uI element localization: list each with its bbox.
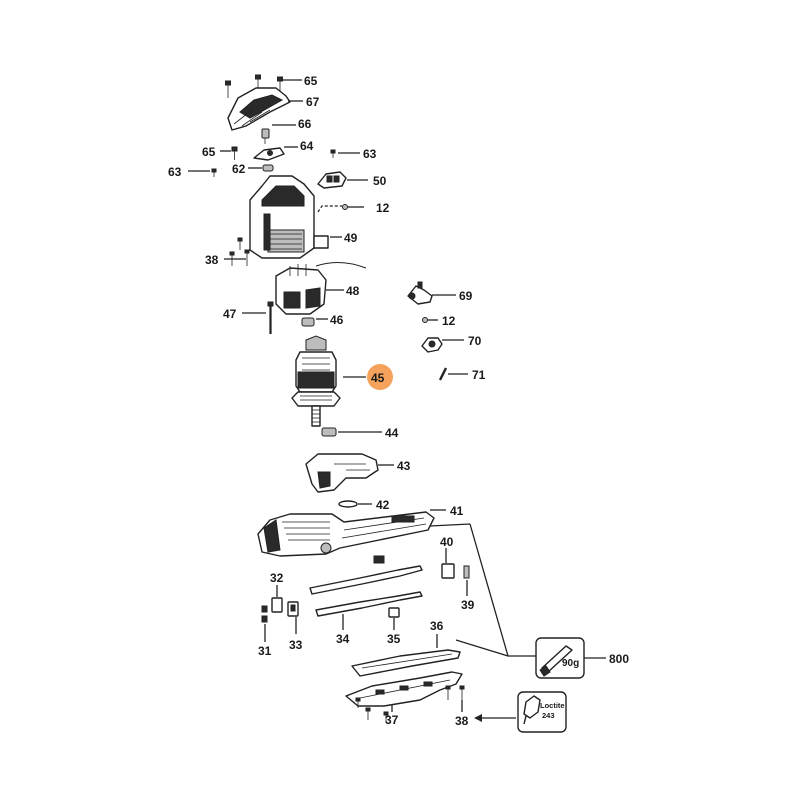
stator-48[interactable] <box>275 262 367 315</box>
loctite-brand: Loctite <box>540 701 565 710</box>
callout-31: 31 <box>258 644 272 658</box>
callout-42: 42 <box>376 498 390 512</box>
loctite-box[interactable]: Loctite 243 <box>517 691 567 733</box>
guide-40[interactable] <box>441 563 455 579</box>
callout-38-lower: 38 <box>455 714 469 728</box>
callout-69: 69 <box>459 289 473 303</box>
motor-housing-49[interactable] <box>249 175 329 259</box>
loctite-grade: 243 <box>542 711 555 720</box>
rod-upper[interactable] <box>309 565 423 595</box>
pin-31[interactable] <box>261 605 268 623</box>
callout-64: 64 <box>300 139 314 153</box>
screw-38-lower[interactable] <box>355 685 465 722</box>
screw-65-top[interactable] <box>225 74 283 98</box>
callout-45-highlight <box>367 364 393 390</box>
rod-34[interactable] <box>315 591 423 617</box>
pin-39[interactable] <box>463 565 470 579</box>
callout-12-lower: 12 <box>442 314 456 328</box>
callout-32: 32 <box>270 571 284 585</box>
callout-49: 49 <box>344 231 358 245</box>
callout-40: 40 <box>440 535 454 549</box>
spring-66[interactable] <box>261 128 270 144</box>
callout-36: 36 <box>430 619 444 633</box>
callout-71: 71 <box>472 368 486 382</box>
screw-47[interactable] <box>267 301 274 334</box>
block-33[interactable] <box>287 601 299 617</box>
top-cover-67[interactable] <box>227 87 291 131</box>
screw-12-upper[interactable] <box>342 204 348 210</box>
callout-63-left: 63 <box>168 165 182 179</box>
callout-35: 35 <box>387 632 401 646</box>
callout-34: 34 <box>336 632 350 646</box>
callout-41: 41 <box>450 504 464 518</box>
callout-800: 800 <box>609 652 629 666</box>
callout-66: 66 <box>298 117 312 131</box>
grease-amount: 90g <box>562 658 579 669</box>
callout-50: 50 <box>373 174 387 188</box>
callout-63-right: 63 <box>363 147 377 161</box>
callout-38-upper: 38 <box>205 253 219 267</box>
pin-71[interactable] <box>438 367 448 381</box>
grease-kit-800[interactable]: 90g <box>535 637 585 679</box>
callout-65-left: 65 <box>202 145 216 159</box>
block-32[interactable] <box>271 597 283 613</box>
bracket-64[interactable] <box>253 147 285 161</box>
screw-12-lower[interactable] <box>422 317 428 323</box>
bearing-44[interactable] <box>321 427 337 437</box>
lever-69[interactable] <box>407 281 433 305</box>
screw-63-right[interactable] <box>330 149 336 158</box>
gear-housing-43[interactable] <box>305 453 379 493</box>
bushing-46[interactable] <box>301 317 315 327</box>
callout-70: 70 <box>468 334 482 348</box>
cam-70[interactable] <box>421 337 443 353</box>
callout-37: 37 <box>385 713 399 727</box>
callout-44: 44 <box>385 426 399 440</box>
screw-65-left[interactable] <box>231 146 238 160</box>
switch-50[interactable] <box>317 171 347 189</box>
callout-48: 48 <box>346 284 360 298</box>
washer-62[interactable] <box>262 164 274 172</box>
callout-47: 47 <box>223 307 237 321</box>
callout-62: 62 <box>232 162 246 176</box>
gearcase-41[interactable] <box>257 511 435 557</box>
screw-63-left[interactable] <box>211 168 217 177</box>
armature-45[interactable] <box>291 335 341 427</box>
callout-43: 43 <box>397 459 411 473</box>
callout-45: 45 <box>371 371 385 385</box>
base-plate-37[interactable] <box>345 671 463 707</box>
callout-67: 67 <box>306 95 320 109</box>
callout-12-upper: 12 <box>376 201 390 215</box>
ring-42[interactable] <box>338 500 358 508</box>
screw-38-upper[interactable] <box>229 237 250 266</box>
callout-33: 33 <box>289 638 303 652</box>
callout-39: 39 <box>461 598 475 612</box>
blade-holder-36[interactable] <box>351 649 461 677</box>
callout-65-top: 65 <box>304 74 318 88</box>
callout-46: 46 <box>330 313 344 327</box>
spacer-small[interactable] <box>373 555 385 564</box>
clip-35[interactable] <box>388 607 400 618</box>
